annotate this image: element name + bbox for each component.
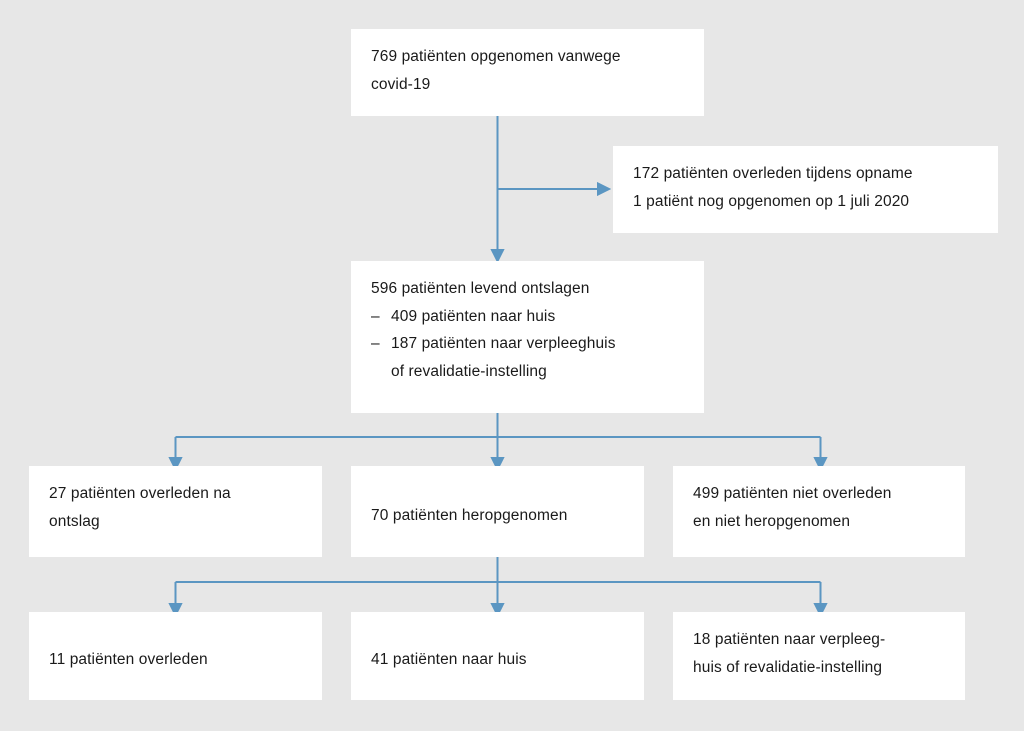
dash-marker: – xyxy=(371,307,380,325)
node-readmit-nursing-line-1: 18 patiënten naar verpleeg- xyxy=(693,631,886,648)
node-readmit-died-line-1: 11 patiënten overleden xyxy=(49,651,208,668)
node-died-after-discharge: 27 patiënten overleden na ontslag xyxy=(29,466,322,557)
node-discharged-bullet-1: – 409 patiënten naar huis xyxy=(371,303,684,331)
dash-marker: – xyxy=(371,335,380,353)
node-died-or-still-admitted: 172 patiënten overleden tijdens opname 1… xyxy=(613,146,998,233)
node-not-died-line-1: 499 patiënten niet overleden xyxy=(693,485,892,502)
node-readmit-home: 41 patiënten naar huis xyxy=(351,612,644,700)
node-readmit-died: 11 patiënten overleden xyxy=(29,612,322,700)
node-admitted: 769 patiënten opgenomen vanwege covid-19 xyxy=(351,29,704,116)
node-readmit-nursing-line-2: huis of revalidatie-instelling xyxy=(693,658,883,676)
node-discharged-bullet-2-continuation: of revalidatie-instelling xyxy=(391,362,547,380)
node-died-after-discharge-line-2: ontslag xyxy=(49,512,100,530)
node-readmitted-line-1: 70 patiënten heropgenomen xyxy=(371,507,568,524)
node-discharged-bullet-2: – 187 patiënten naar verpleeghuis xyxy=(371,330,684,358)
bullet-2-text: 187 patiënten naar verpleeghuis xyxy=(391,335,616,353)
node-died-after-discharge-line-1: 27 patiënten overleden na xyxy=(49,485,231,502)
node-not-died-line-2: en niet heropgenomen xyxy=(693,512,851,530)
node-readmit-home-line-1: 41 patiënten naar huis xyxy=(371,651,527,668)
bullet-1-text: 409 patiënten naar huis xyxy=(391,307,556,325)
node-died-line-2: 1 patiënt nog opgenomen op 1 juli 2020 xyxy=(633,192,910,210)
node-readmitted: 70 patiënten heropgenomen xyxy=(351,466,644,557)
node-died-line-1: 172 patiënten overleden tijdens opname xyxy=(633,165,913,182)
node-readmit-nursing: 18 patiënten naar verpleeg- huis of reva… xyxy=(673,612,965,700)
node-admitted-line-1: 769 patiënten opgenomen vanwege xyxy=(371,48,621,65)
node-discharged-heading: 596 patiënten levend ontslagen xyxy=(371,280,590,297)
node-not-died-not-readmitted: 499 patiënten niet overleden en niet her… xyxy=(673,466,965,557)
node-admitted-line-2: covid-19 xyxy=(371,75,431,93)
node-discharged-alive: 596 patiënten levend ontslagen – 409 pat… xyxy=(351,261,704,413)
